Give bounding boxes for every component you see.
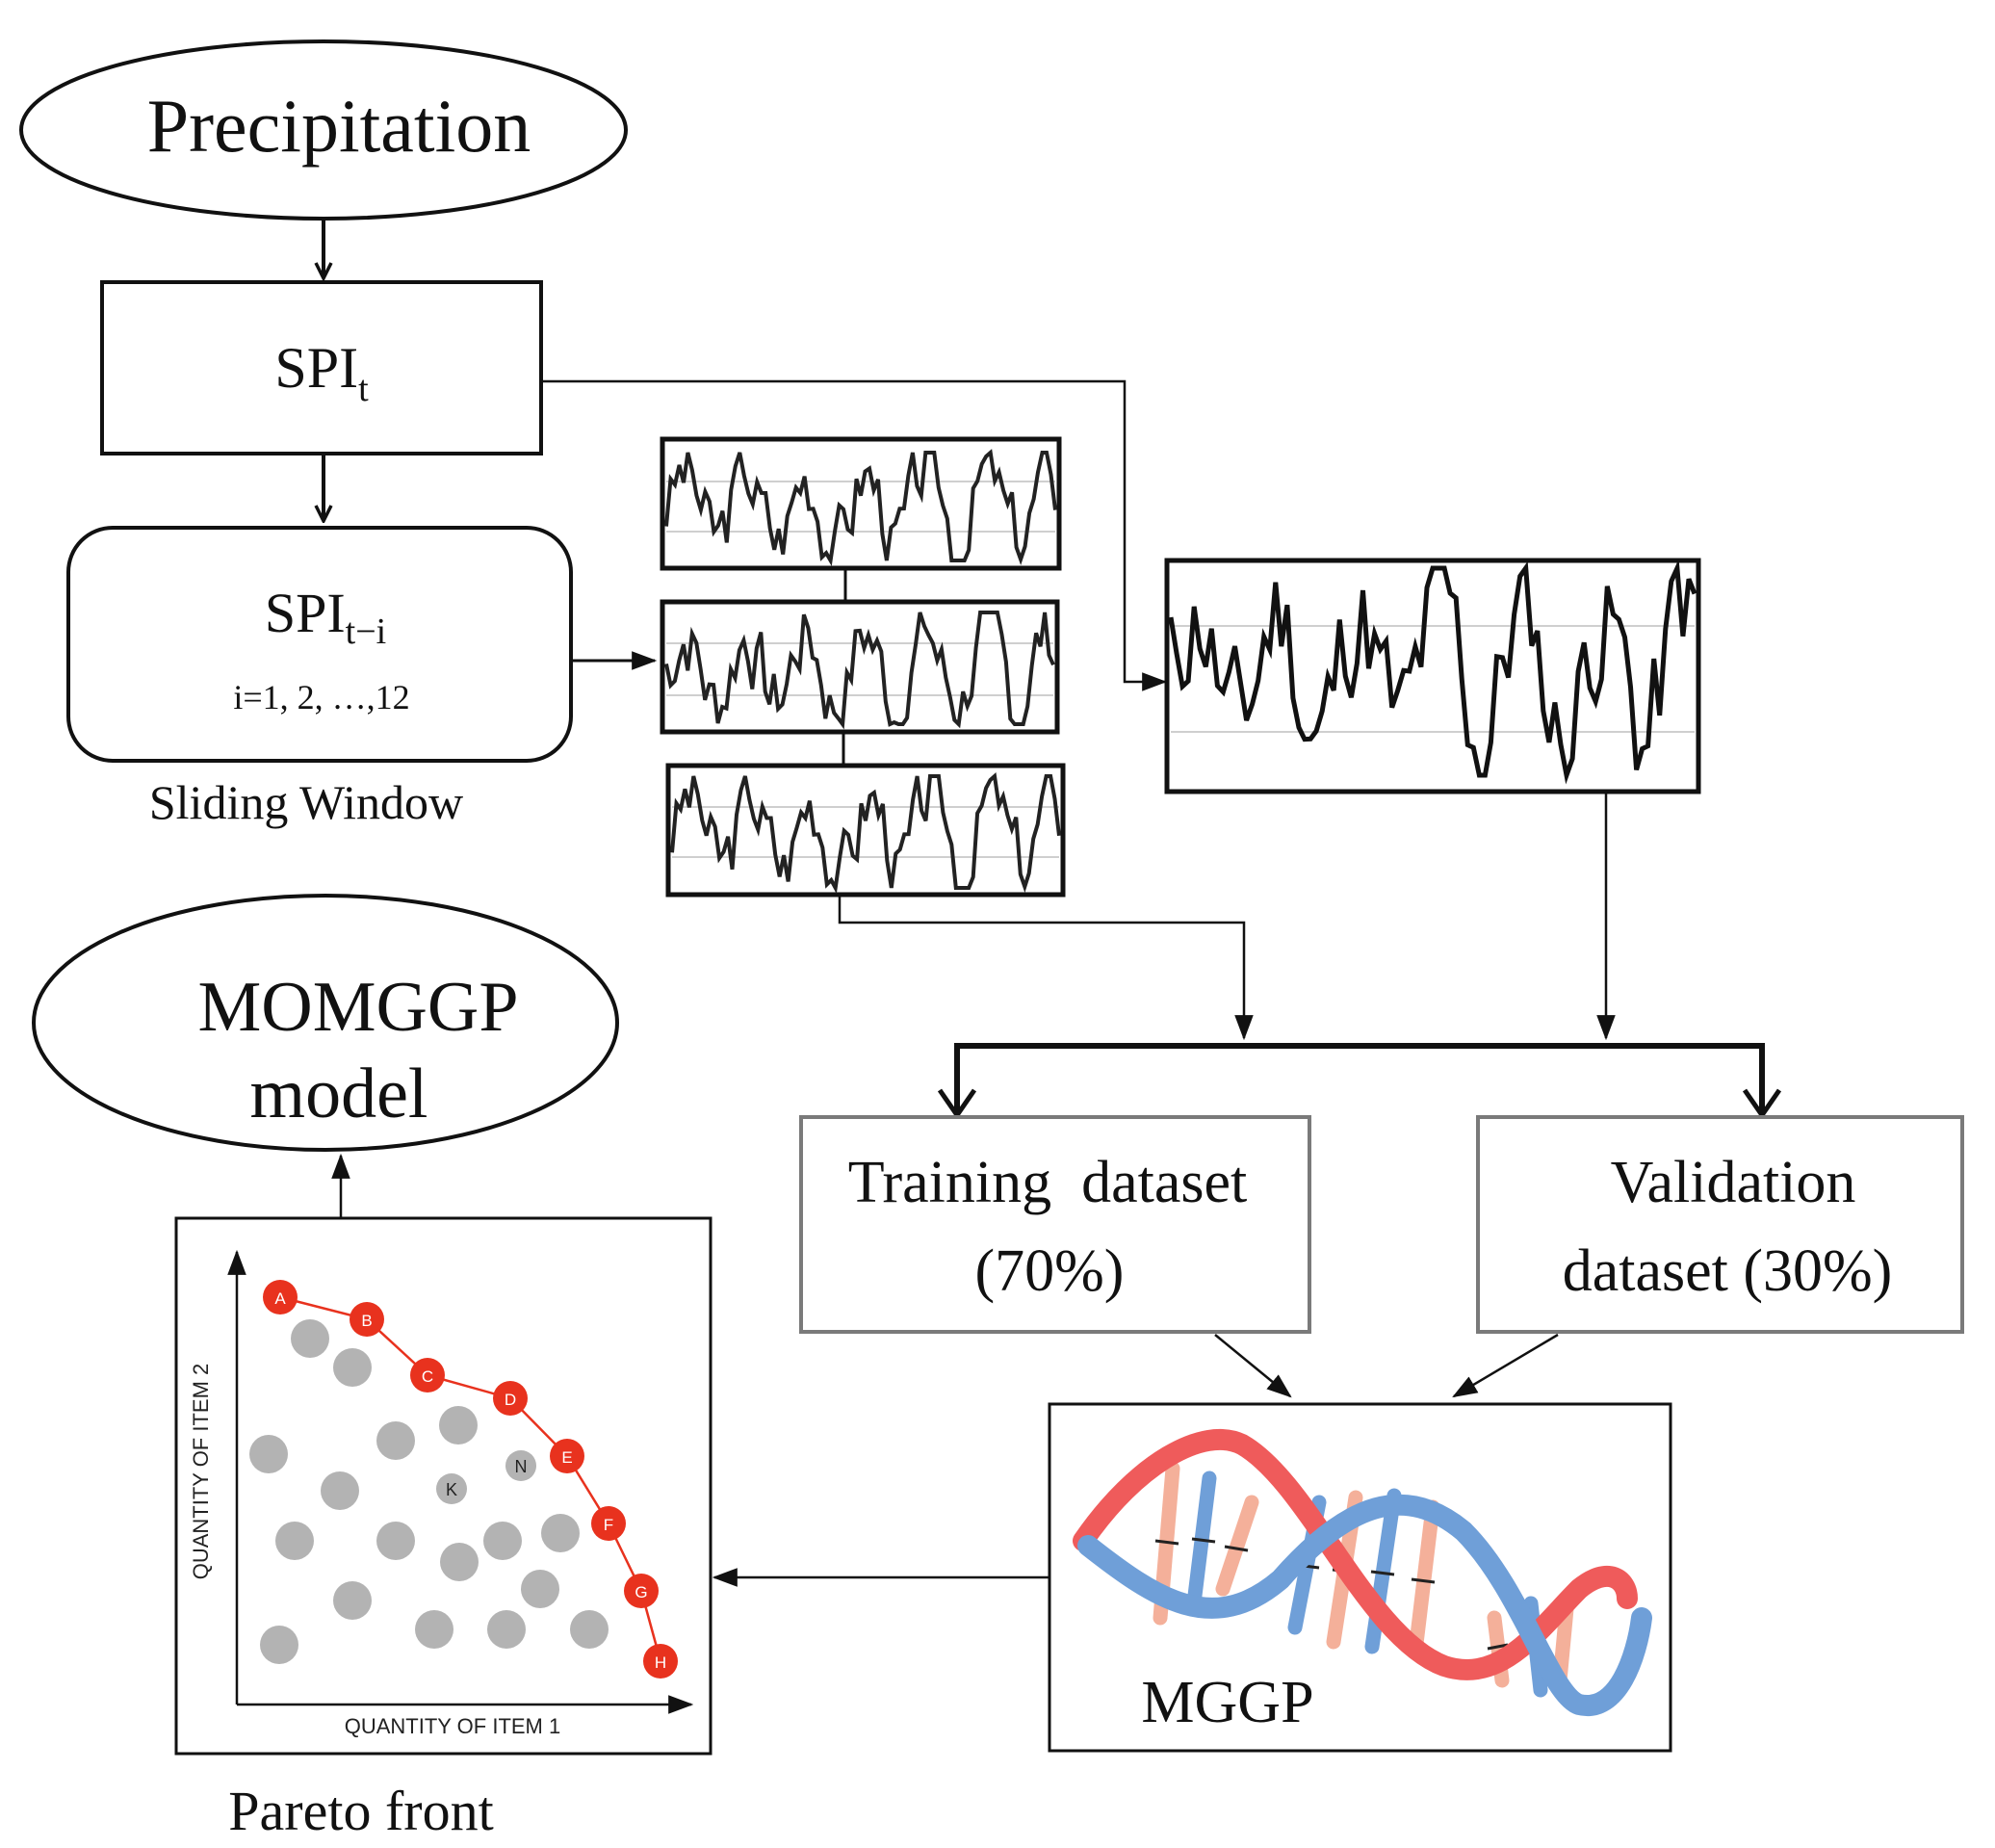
mggp-label: MGGP — [1141, 1670, 1313, 1735]
pareto-xlabel: QUANTITY OF ITEM 1 — [345, 1714, 561, 1738]
spi-t-base: SPI — [274, 336, 358, 400]
validation-dataset-node: Validation dataset (30%) — [1476, 1115, 1964, 1334]
spi-t-sub: t — [358, 369, 369, 409]
front-point-d-label: D — [505, 1391, 516, 1409]
spi-series-chart — [1164, 558, 1701, 794]
training-line1: Training dataset — [848, 1150, 1247, 1215]
momggp-line1: MOMGGP — [197, 968, 518, 1047]
front-point-f: F — [591, 1506, 626, 1541]
arrow-spi-to-series — [541, 379, 1168, 691]
pareto-caption: Pareto front — [228, 1780, 493, 1842]
dominated-points — [249, 1319, 609, 1664]
arrow-training-to-mggp — [1214, 1334, 1292, 1398]
front-point-g-label: G — [635, 1583, 647, 1601]
validation-line2: dataset (30%) — [1563, 1238, 1893, 1304]
front-point-h-label: H — [655, 1653, 666, 1672]
spi-lag-node: SPIt−i i=1, 2, …,12 — [66, 526, 573, 763]
split-connector — [954, 1043, 1765, 1115]
mggp-node: MGGP — [1048, 1402, 1672, 1753]
spi-lag-range: i=1, 2, …,12 — [233, 678, 409, 716]
point-k-label: K — [446, 1480, 457, 1499]
point-n-label: N — [515, 1457, 528, 1476]
front-point-a-label: A — [274, 1289, 286, 1308]
momggp-line2: model — [250, 1054, 428, 1133]
front-point-d: D — [493, 1381, 528, 1416]
spi-series-line — [1168, 559, 1697, 785]
momggp-model-node: MOMGGP model — [32, 894, 619, 1152]
front-point-h: H — [643, 1644, 678, 1679]
front-point-b: B — [350, 1302, 384, 1337]
front-point-e: E — [550, 1439, 584, 1473]
lag-series-line-3 — [670, 772, 1061, 895]
lag-series-line-2 — [664, 611, 1055, 730]
spi-lag-sub: t−i — [346, 612, 387, 652]
front-point-e-label: E — [561, 1448, 572, 1467]
pareto-front-points: A B C D E F G H — [263, 1280, 678, 1679]
sliding-window-caption: Sliding Window — [149, 775, 463, 829]
front-point-b-label: B — [361, 1312, 372, 1330]
labeled-gray-points: K N — [436, 1450, 536, 1504]
front-point-c-label: C — [422, 1367, 433, 1386]
lag-series-line-1 — [664, 449, 1057, 566]
validation-line1: Validation — [1611, 1150, 1856, 1215]
dna-helix-icon — [1073, 1429, 1652, 1717]
arrow-lag-to-split — [838, 895, 1254, 1041]
front-point-a: A — [263, 1280, 298, 1314]
front-point-f-label: F — [604, 1516, 613, 1534]
arrow-validation-to-mggp — [1452, 1333, 1559, 1398]
precipitation-label: Precipitation — [147, 84, 531, 168]
front-point-g: G — [624, 1574, 659, 1608]
spi-t-label: SPIt — [274, 336, 369, 409]
front-point-c: C — [410, 1358, 445, 1393]
spi-lag-base: SPI — [265, 582, 346, 644]
lagged-series-stack — [660, 436, 1066, 898]
training-dataset-node: Training dataset (70%) — [799, 1115, 1311, 1334]
training-line2: (70%) — [975, 1238, 1125, 1304]
spi-lag-label: SPIt−i — [265, 582, 386, 652]
lag-series-chart-3 — [665, 763, 1066, 898]
spi-t-node: SPIt — [100, 280, 543, 455]
pareto-front-panel: QUANTITY OF ITEM 1 QUANTITY OF ITEM 2 — [174, 1216, 712, 1756]
lag-series-chart-1 — [660, 436, 1062, 571]
lag-series-chart-2 — [660, 599, 1060, 735]
precipitation-node: Precipitation — [19, 39, 628, 221]
pareto-ylabel: QUANTITY OF ITEM 2 — [189, 1364, 213, 1580]
